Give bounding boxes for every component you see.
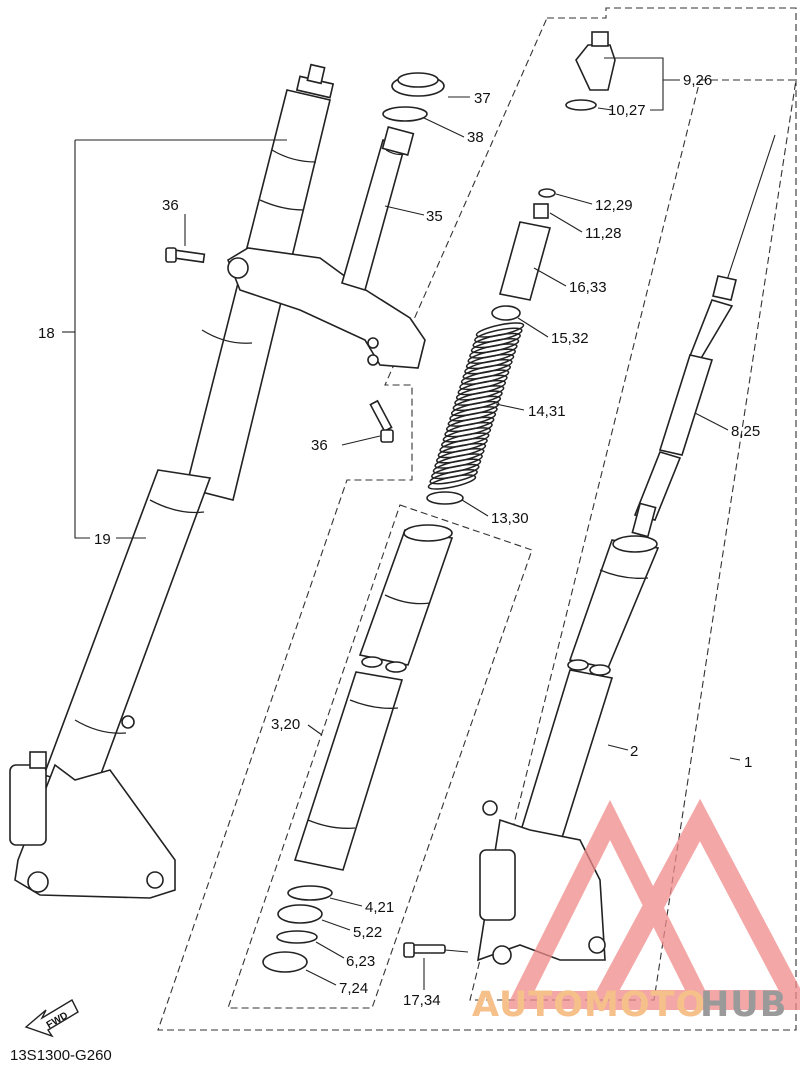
- spring-washer: [426, 491, 464, 505]
- label-16-33: 16,33: [569, 279, 607, 296]
- under-bracket: [227, 126, 426, 369]
- watermark-text-left: AUTOMOTO: [472, 985, 706, 1025]
- part-labels: 9,26 10,27 12,29 11,28 16,33 15,32 14,31…: [38, 72, 760, 1009]
- label-3-20: 3,20: [271, 716, 300, 733]
- oil-seal-clip: [287, 885, 333, 901]
- watermark-text: AUTOMOTO HUB: [472, 985, 787, 1025]
- label-8-25: 8,25: [731, 423, 760, 440]
- label-35: 35: [426, 208, 443, 225]
- label-10-27: 10,27: [608, 102, 646, 119]
- oil-seal: [277, 904, 323, 924]
- damper-rod: [631, 134, 776, 538]
- leader-lines: [62, 57, 741, 990]
- fork-spring: [427, 322, 525, 490]
- assembled-fork-leg: [9, 63, 335, 899]
- label-12-29: 12,29: [595, 197, 633, 214]
- label-11-28: 11,28: [585, 225, 621, 242]
- fork-group-outline: [157, 7, 797, 1031]
- label-4-21: 4,21: [365, 899, 394, 916]
- label-37: 37: [474, 90, 491, 107]
- label-36-upper: 36: [162, 197, 179, 214]
- outer-slider: [568, 535, 660, 669]
- pinch-bolt: [369, 399, 394, 443]
- diagram-code: 13S1300-G260: [10, 1047, 112, 1064]
- pinch-bolt: [165, 247, 206, 264]
- fwd-arrow: FWD: [24, 999, 79, 1038]
- label-6-23: 6,23: [346, 953, 375, 970]
- label-9-26: 9,26: [683, 72, 712, 89]
- label-13-30: 13,30: [491, 510, 529, 527]
- label-38: 38: [467, 129, 484, 146]
- label-17-34: 17,34: [403, 992, 441, 1009]
- spacer-tube: [498, 221, 552, 301]
- bearing-seal: [382, 106, 428, 122]
- washer-small: [538, 188, 556, 198]
- collar: [533, 203, 549, 219]
- lower-fork-tube: [477, 659, 614, 965]
- label-5-22: 5,22: [353, 924, 382, 941]
- spring-coil: [427, 474, 477, 490]
- label-19: 19: [94, 531, 111, 548]
- axle-pinch-bolt: [403, 942, 446, 958]
- spring-seat: [491, 305, 521, 321]
- label-18: 18: [38, 325, 55, 342]
- seal-washer: [276, 930, 318, 944]
- label-14-31: 14,31: [528, 403, 566, 420]
- watermark-text-right: HUB: [700, 985, 787, 1025]
- label-15-32: 15,32: [551, 330, 589, 347]
- label-2: 2: [630, 743, 638, 760]
- spring-coil: [429, 469, 478, 485]
- outer-tube: [358, 524, 454, 673]
- dust-seal: [262, 951, 308, 973]
- o-ring: [565, 99, 597, 111]
- fork-cap-bolt: [575, 31, 616, 91]
- inner-tube: [293, 671, 404, 871]
- label-7-24: 7,24: [339, 980, 368, 997]
- label-36-lower: 36: [311, 437, 328, 454]
- outer-tube-group-outline: [227, 504, 533, 1009]
- watermark-logo: [505, 798, 800, 1010]
- label-1: 1: [744, 754, 752, 771]
